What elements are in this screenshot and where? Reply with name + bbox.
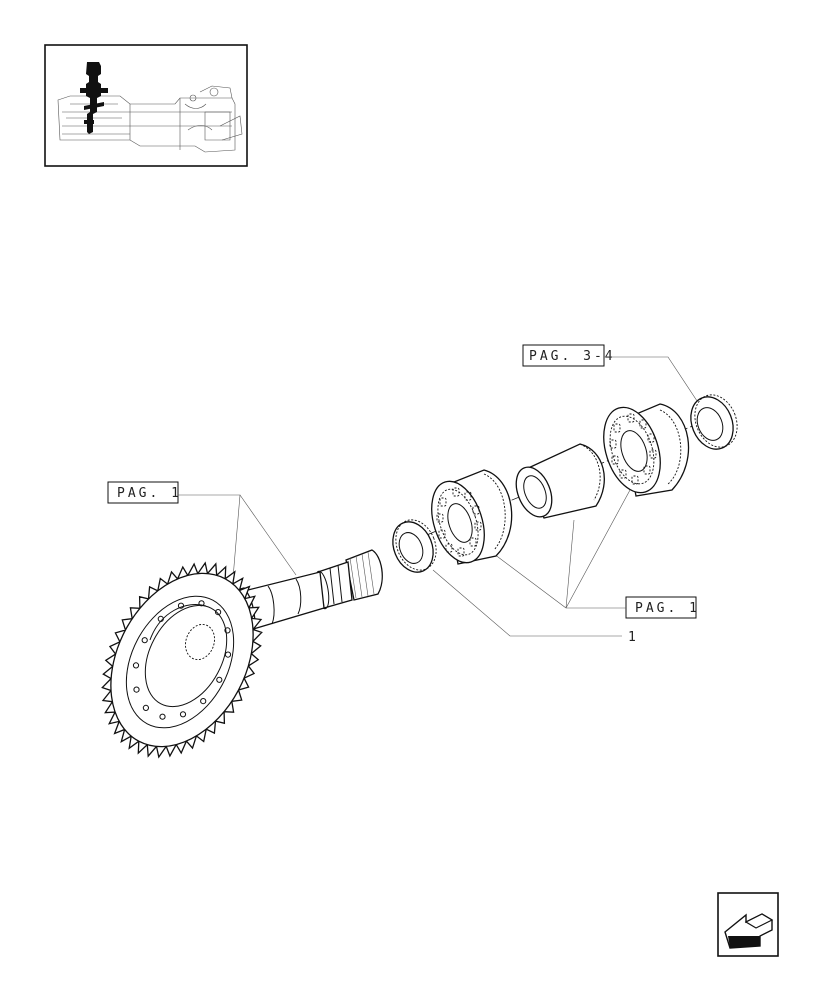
callout-pag-3-4-label: PAG. 3-4 xyxy=(529,349,616,364)
bolt-hole xyxy=(133,686,140,693)
bolt-hole xyxy=(132,662,140,669)
bolt-hole xyxy=(216,676,223,683)
shim-washer[interactable] xyxy=(386,514,444,578)
bolt-hole xyxy=(177,602,185,609)
axle-assembly-thumbnail-icon[interactable] xyxy=(44,44,248,167)
bolt-hole xyxy=(141,637,148,644)
callout-pag-1-left-label: PAG. 1 xyxy=(117,486,182,501)
leader-lines xyxy=(178,356,706,637)
item-1-label[interactable]: 1 xyxy=(628,630,639,645)
callout-pag-1-right-label: PAG. 1 xyxy=(635,601,700,616)
spacer-sleeve[interactable] xyxy=(509,443,605,522)
bolt-hole xyxy=(198,600,205,607)
bevel-gear-pair[interactable] xyxy=(82,549,383,772)
seal-ring[interactable] xyxy=(683,388,744,455)
bolt-hole xyxy=(215,609,222,616)
callout-pag-3-4[interactable]: PAG. 3-4 xyxy=(522,344,616,367)
bolt-hole xyxy=(157,615,164,623)
back-arrow-icon[interactable] xyxy=(717,892,779,957)
bolt-hole xyxy=(179,711,187,718)
callout-pag-1-right[interactable]: PAG. 1 xyxy=(625,596,700,619)
bolt-hole xyxy=(159,713,166,720)
bolt-hole xyxy=(224,627,231,634)
outer-bearing[interactable] xyxy=(594,400,690,500)
bolt-hole xyxy=(142,704,149,712)
inner-bearing[interactable] xyxy=(422,469,513,569)
bolt-hole xyxy=(224,651,232,658)
bolt-hole xyxy=(200,698,207,705)
callout-pag-1-left[interactable]: PAG. 1 xyxy=(107,481,182,504)
